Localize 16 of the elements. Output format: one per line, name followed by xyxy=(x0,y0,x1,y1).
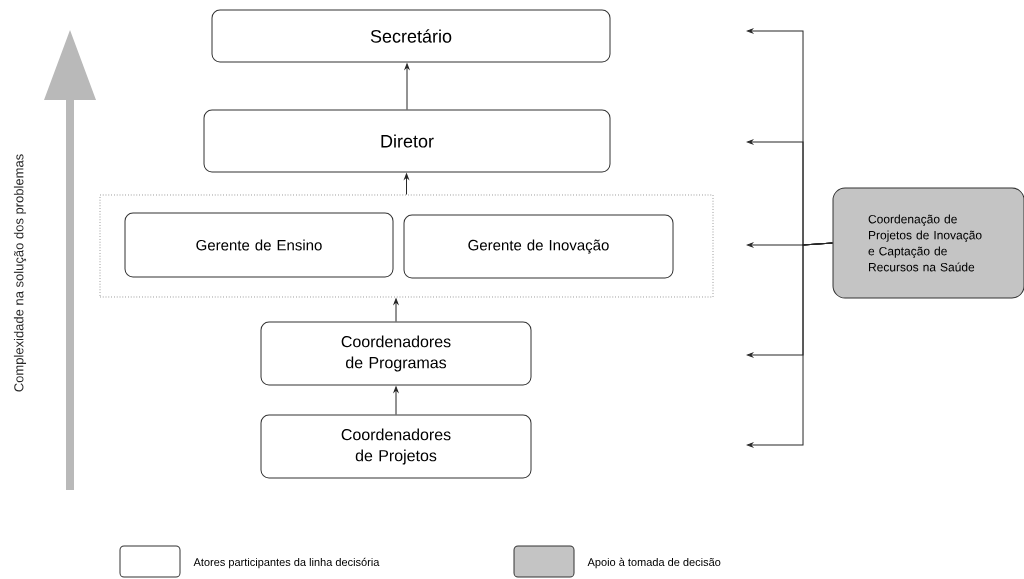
role-box: Diretor xyxy=(203,109,611,173)
arrow xyxy=(404,173,409,196)
arrow xyxy=(746,242,833,448)
role-box: Gerente de Inovação xyxy=(403,214,674,279)
legend-label: Atores participantes da linha decisória xyxy=(193,557,380,569)
role-box: Secretário xyxy=(211,9,611,63)
role-box: Gerente de Ensino xyxy=(124,212,394,278)
arrow xyxy=(404,63,410,110)
legend-label: Apoio à tomada de decisão xyxy=(587,557,721,569)
arrow xyxy=(393,386,399,415)
arrow xyxy=(393,298,399,322)
role-box: Coordenadores de Projetos xyxy=(260,414,532,479)
role-box: Coordenadores de Programas xyxy=(260,321,532,386)
axis-label: Complexidade na solução dos problemas xyxy=(13,154,27,392)
support-box: Coordenação de Projetos de Inovação e Captação de Recursos na Saúde xyxy=(832,187,1024,299)
group-frame xyxy=(99,194,714,298)
